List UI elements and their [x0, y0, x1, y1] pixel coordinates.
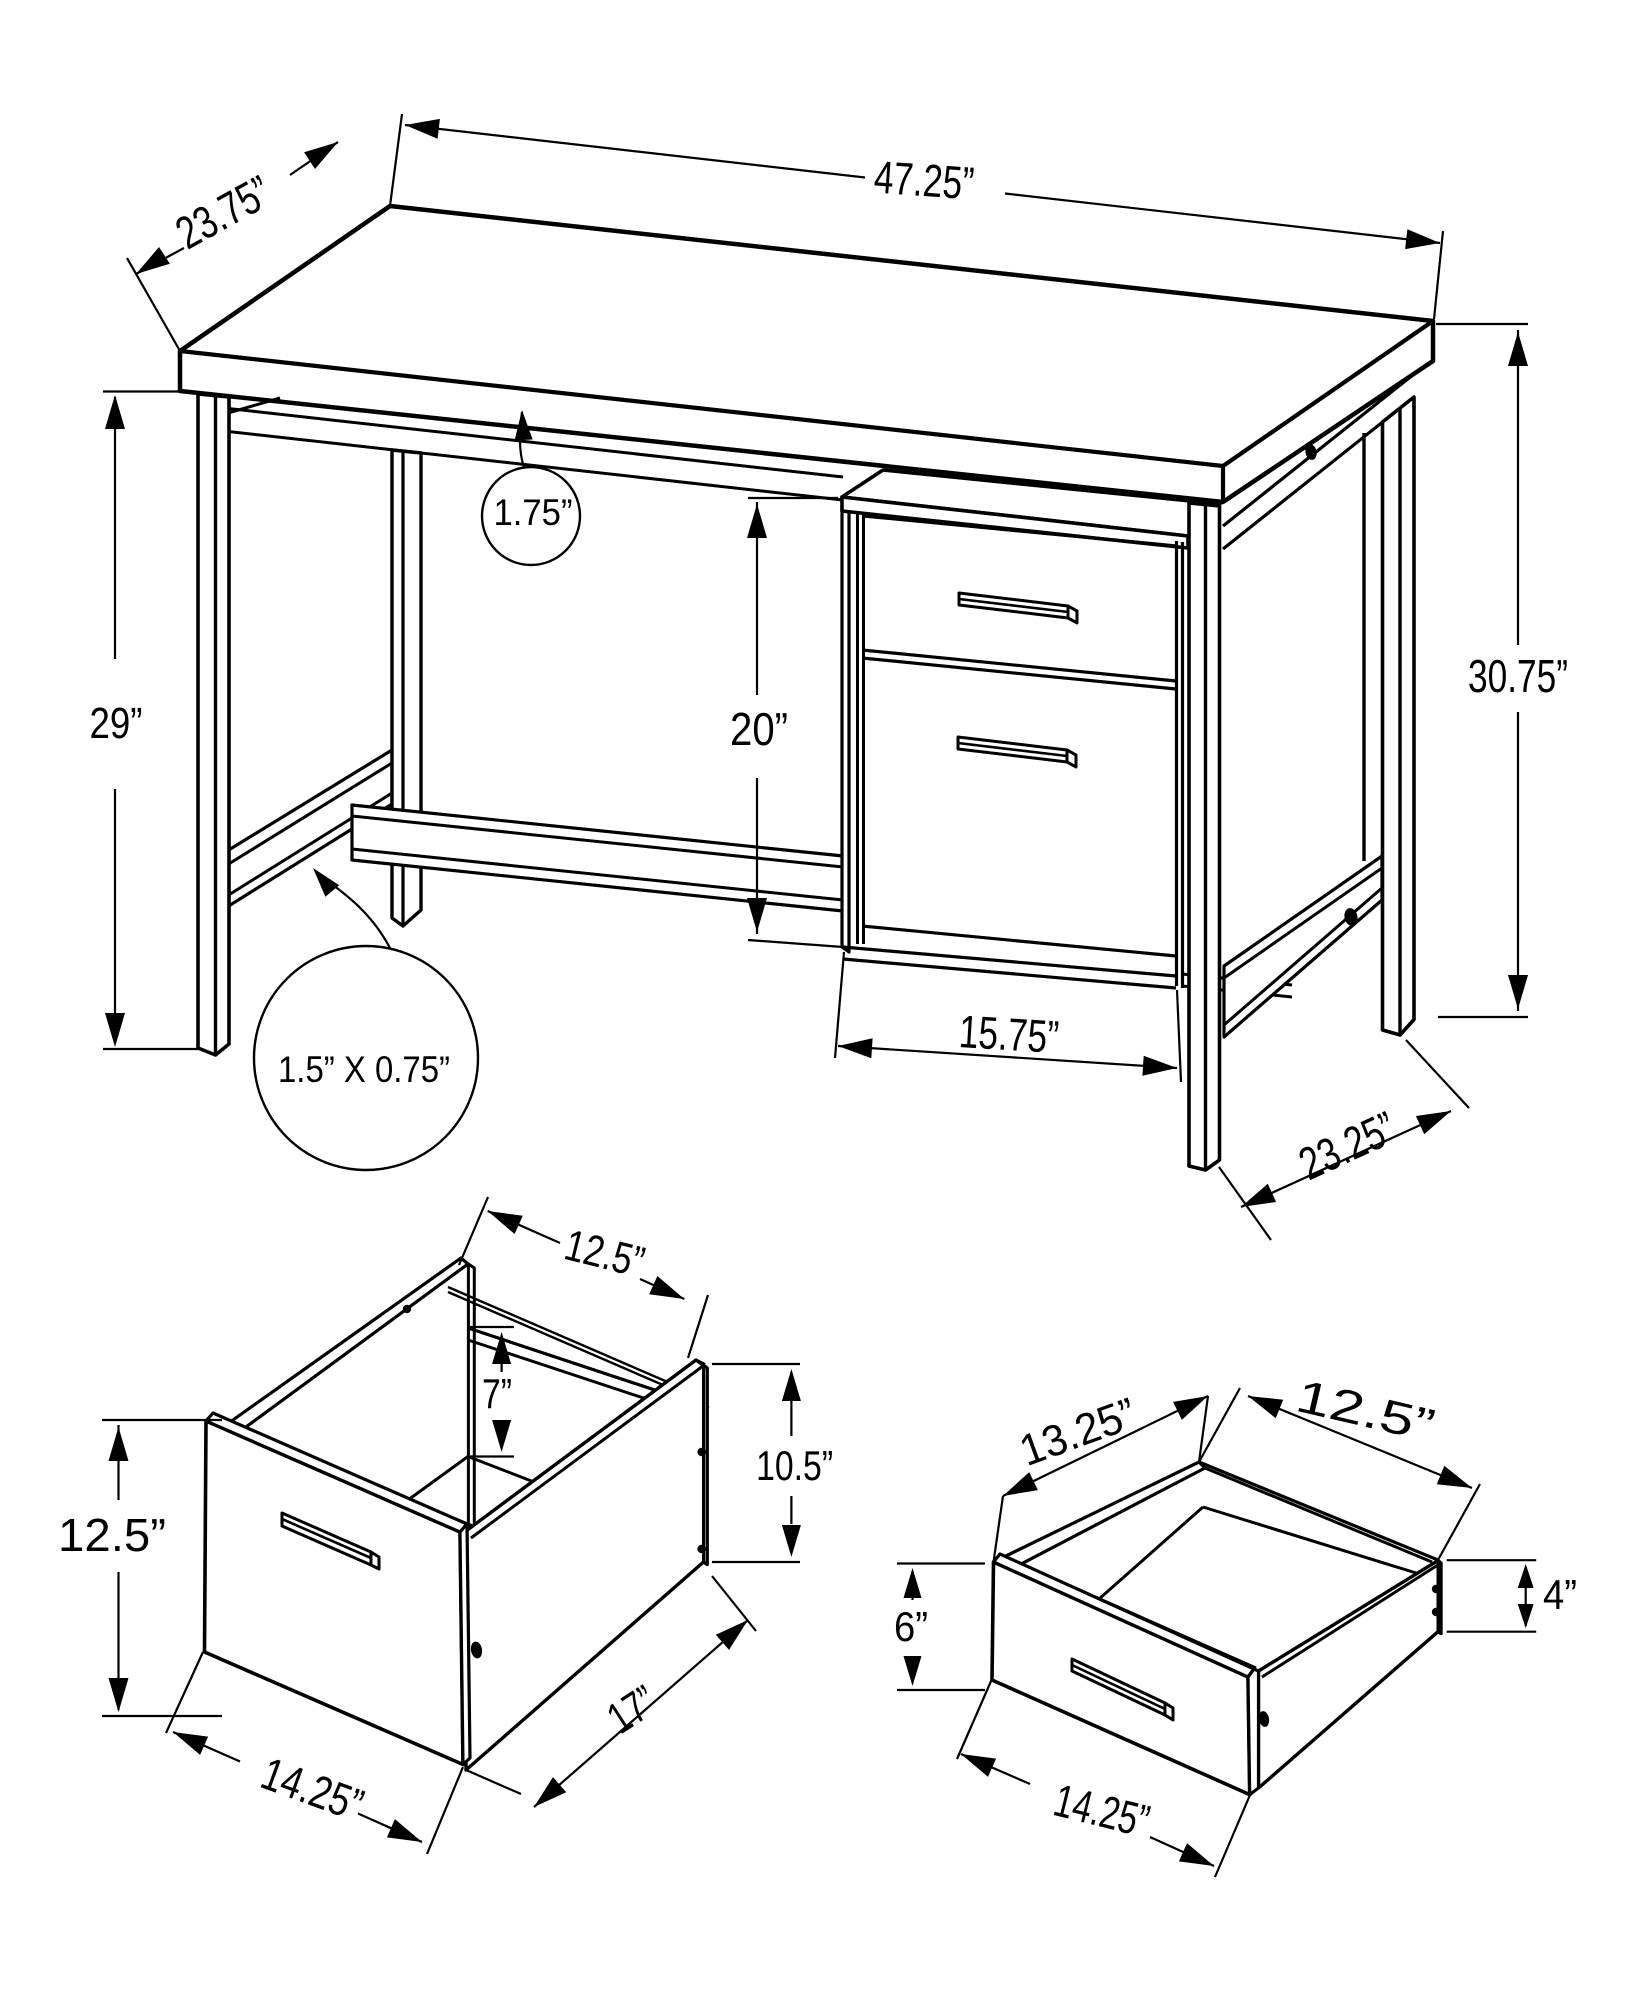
- svg-text:1.75”: 1.75”: [494, 492, 573, 533]
- svg-text:7”: 7”: [482, 1370, 512, 1417]
- svg-text:6”: 6”: [894, 1603, 928, 1650]
- svg-text:1.5” X 0.75”: 1.5” X 0.75”: [278, 1049, 450, 1090]
- svg-text:29”: 29”: [90, 699, 143, 748]
- svg-text:4”: 4”: [1543, 1571, 1577, 1618]
- svg-text:47.25”: 47.25”: [872, 151, 975, 210]
- svg-text:10.5”: 10.5”: [756, 1442, 833, 1489]
- svg-text:30.75”: 30.75”: [1468, 650, 1568, 702]
- svg-text:15.75”: 15.75”: [957, 1005, 1060, 1063]
- svg-text:12.5”: 12.5”: [58, 1509, 166, 1561]
- svg-text:20”: 20”: [730, 703, 788, 755]
